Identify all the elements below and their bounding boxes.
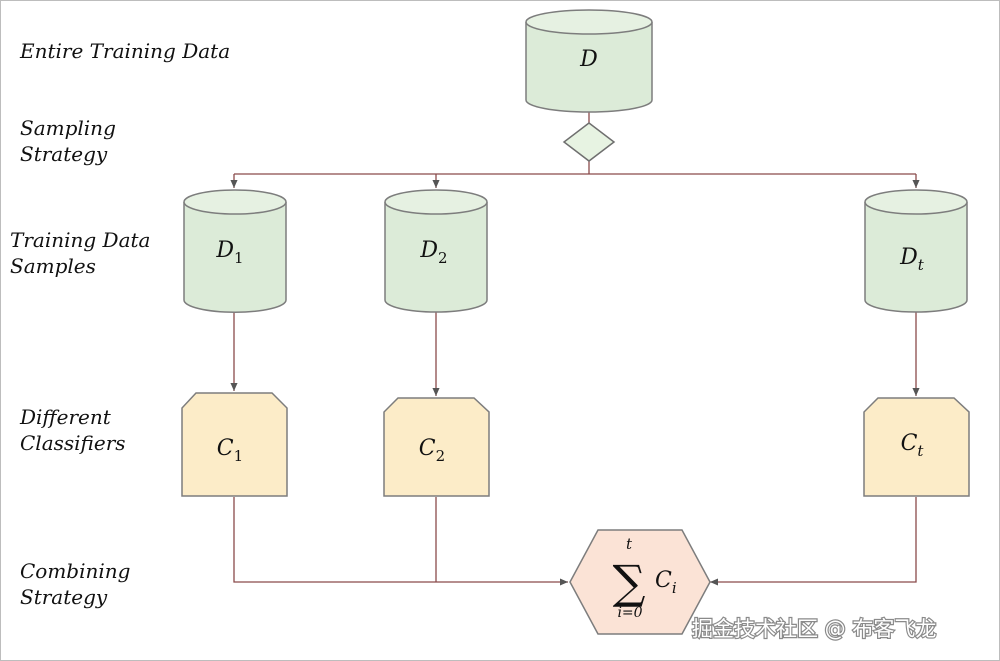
classifier-c2: C2 [383,397,490,497]
classifier-c2-sub: 2 [436,447,446,465]
label-different: Different [19,405,112,429]
sample-d2-main: D [419,238,438,263]
combiner-upper-limit: t [626,535,633,553]
sample-d1-sub: 1 [234,249,244,267]
classifier-ct-sub: t [917,442,924,460]
edges [230,108,920,586]
svg-text:D2: D2 [419,238,447,267]
edge-ct-to-combiner [710,497,917,586]
combiner-lower-limit: i=0 [617,605,642,621]
svg-text:C1: C1 [217,436,243,465]
label-samples: Samples [10,254,96,278]
watermark-text: 掘金技术社区 @ 布客飞龙 [692,617,936,641]
classifier-c1-sub: 1 [234,447,244,465]
sample-d1-main: D [215,238,234,263]
sample-dt-sub: t [918,256,925,274]
sample-d2-sub: 2 [438,249,448,267]
dataset-cylinder-d: D [525,9,653,113]
label-combining: Combining [20,559,130,583]
sample-cylinder-d2: D2 [384,189,488,313]
svg-text:Ci: Ci [655,568,677,597]
label-combining-strategy: Strategy [20,585,108,609]
classifier-c2-main: C [419,436,436,461]
combiner-hexagon: t ∑ i=0 Ci [569,529,711,635]
combiner-term-sub: i [672,579,677,597]
dataset-label: D [579,47,598,72]
sample-cylinder-dt: Dt [864,189,968,313]
edge-c1-to-combiner [233,497,568,586]
sampling-decision-diamond [562,122,616,162]
label-classifiers: Classifiers [20,431,126,455]
sample-cylinder-d1: D1 [183,189,287,313]
classifier-ct: Ct [863,397,970,497]
label-strategy: Strategy [20,142,108,166]
label-entire-training-data: Entire Training Data [19,39,230,63]
combiner-term: C [655,568,672,593]
classifier-c1-main: C [217,436,234,461]
classifier-ct-main: C [901,431,918,456]
classifier-c1: C1 [181,392,288,497]
svg-text:D1: D1 [215,238,243,267]
sample-dt-main: D [899,245,918,270]
label-training-data: Training Data [10,228,150,252]
svg-text:Ct: Ct [901,431,925,460]
svg-text:C2: C2 [419,436,445,465]
combiner-sum-symbol: ∑ [613,555,646,609]
label-sampling: Sampling [20,116,116,140]
svg-text:Dt: Dt [899,245,925,274]
